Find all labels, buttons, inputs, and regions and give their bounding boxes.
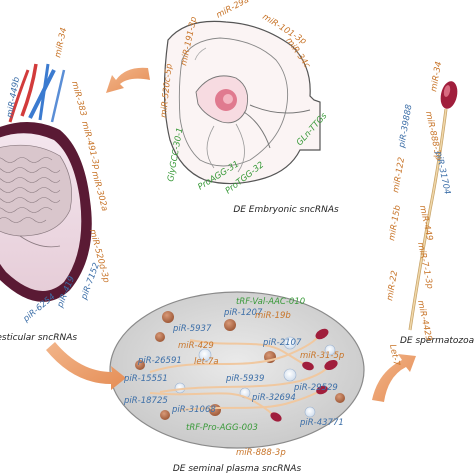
spermatozoa-sncrna-label: Let-7 bbox=[387, 344, 401, 368]
seminal-plasma-sncrna-label: piR-15551 bbox=[123, 374, 168, 384]
seminal-plasma-sncrna-label: tRF-Val-AAC-010 bbox=[236, 297, 305, 307]
arrow-embryo-to-testis bbox=[106, 67, 150, 93]
seminal-plasma-sncrna-label: miR-429 bbox=[178, 341, 214, 351]
seminal-plasma-sncrna-label: miR-19b bbox=[255, 311, 291, 321]
seminal-plasma-sncrna-label: piR-29529 bbox=[293, 383, 338, 393]
arrow-plasma-to-spermatozoa bbox=[372, 354, 416, 402]
seminal-plasma-sncrna-label: piR-26591 bbox=[137, 356, 182, 366]
spermatozoa-sncrna-label: miR-122 bbox=[391, 156, 407, 193]
seminal-plasma-particles bbox=[135, 311, 345, 420]
testicular-caption: Testicular sncRNAs bbox=[0, 333, 77, 343]
seminal-plasma-sncrna-label: piR-5937 bbox=[172, 324, 212, 334]
spermatozoa-sncrna-label: miR-449 bbox=[417, 205, 434, 242]
arrow-testis-to-plasma bbox=[46, 342, 126, 390]
seminal-plasma-sncrna-label: piR-32694 bbox=[251, 393, 296, 403]
spermatozoa-caption: DE spermatozoa bbox=[400, 336, 474, 346]
seminal-plasma-caption: DE seminal plasma sncRNAs bbox=[173, 464, 302, 474]
testicular-sncrna-label: miR-34 bbox=[53, 27, 69, 59]
testis-illustration bbox=[0, 63, 92, 302]
seminal-plasma-sncrna-label: piR-43771 bbox=[299, 418, 344, 428]
testicular-sncrna-label: miR-491-3p bbox=[79, 120, 102, 171]
spermatozoa-sncrna-label: piR-39888 bbox=[397, 103, 415, 149]
spermatozoa-sncrna-label: miR-22 bbox=[385, 270, 400, 302]
seminal-plasma-sncrna-label: miR-888-3p bbox=[236, 448, 286, 458]
embryonic-caption: DE Embryonic sncRNAs bbox=[233, 205, 339, 215]
embryo-illustration bbox=[163, 20, 321, 185]
seminal-plasma-sncrna-label: piR-1207 bbox=[223, 308, 263, 318]
seminal-plasma-sncrna-label: piR-5939 bbox=[225, 374, 264, 384]
seminal-plasma-sncrna-label: tRF-Pro-AGG-003 bbox=[186, 423, 258, 433]
spermatozoon-illustration bbox=[408, 81, 458, 331]
seminal-plasma-sncrna-label: piR-31068 bbox=[171, 405, 216, 415]
flow-arrows bbox=[46, 67, 416, 402]
seminal-plasma-sperm bbox=[149, 328, 338, 422]
testicular-sncrna-label: miR-302a bbox=[89, 170, 109, 212]
testicular-sncrna-label: miR-383 bbox=[69, 80, 88, 117]
seminal-plasma-sncrna-label: miR-31-5p bbox=[300, 351, 344, 361]
seminal-plasma-illustration bbox=[109, 291, 365, 449]
spermatozoa-sncrna-label: miR-34 bbox=[429, 61, 444, 93]
spermatozoa-sncrna-label: miR-15b bbox=[387, 205, 403, 242]
seminal-plasma-sncrna-label: let-7a bbox=[194, 357, 219, 367]
embryonic-sncrna-label: miR-29a-3p bbox=[215, 0, 263, 21]
seminal-plasma-sncrna-label: piR-18725 bbox=[123, 396, 168, 406]
seminal-plasma-sncrna-label: piR-2107 bbox=[262, 338, 302, 348]
